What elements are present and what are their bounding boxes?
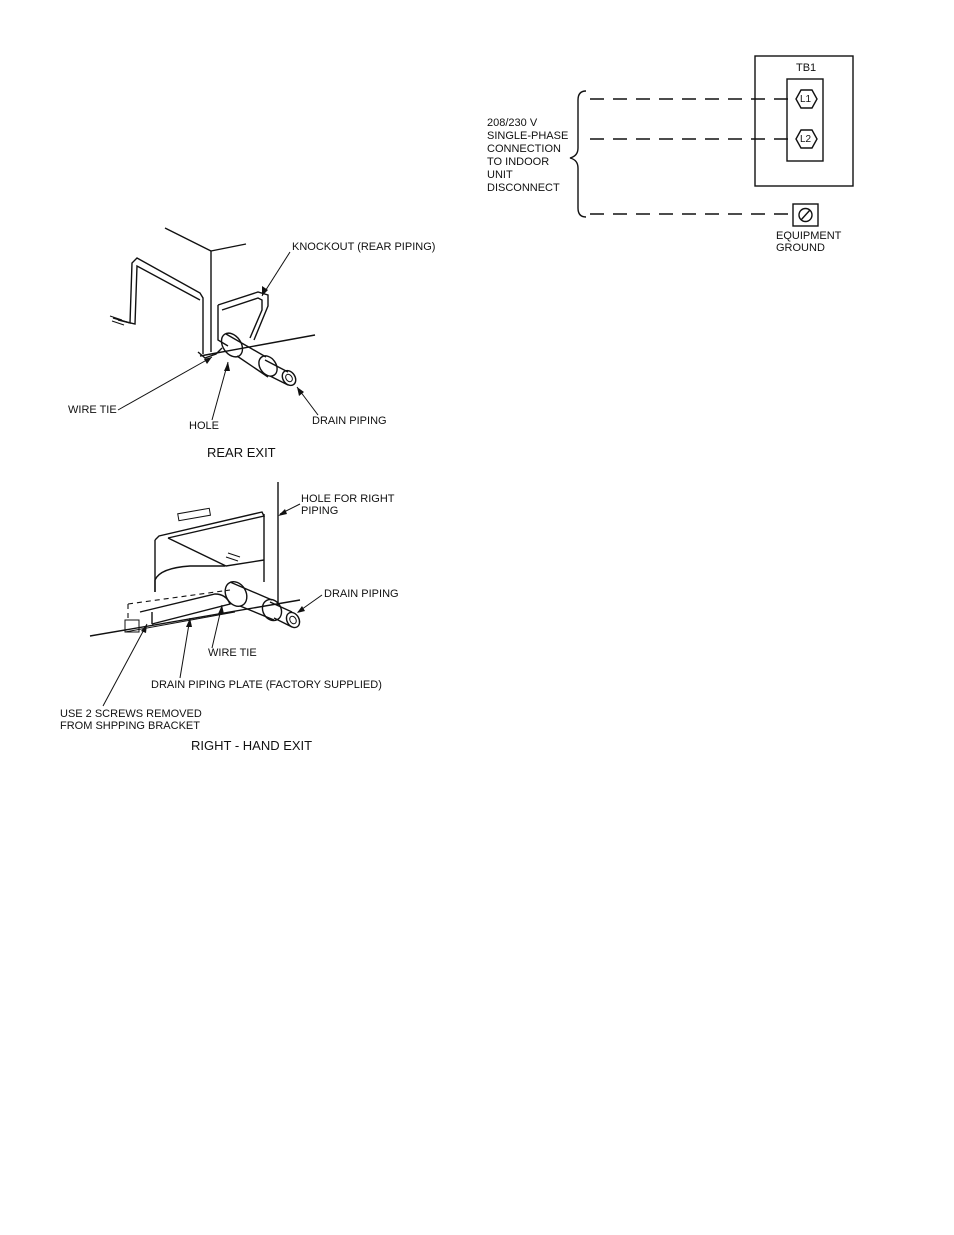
right-wire-tie-label: WIRE TIE bbox=[208, 647, 257, 660]
right-exit-caption: RIGHT - HAND EXIT bbox=[191, 738, 312, 753]
plate-label: DRAIN PIPING PLATE (FACTORY SUPPLIED) bbox=[151, 679, 382, 692]
right-drain-piping-label: DRAIN PIPING bbox=[324, 588, 399, 601]
screws-label: USE 2 SCREWS REMOVED FROM SHPPING BRACKE… bbox=[60, 708, 202, 732]
hole-right-label: HOLE FOR RIGHT PIPING bbox=[301, 493, 395, 517]
